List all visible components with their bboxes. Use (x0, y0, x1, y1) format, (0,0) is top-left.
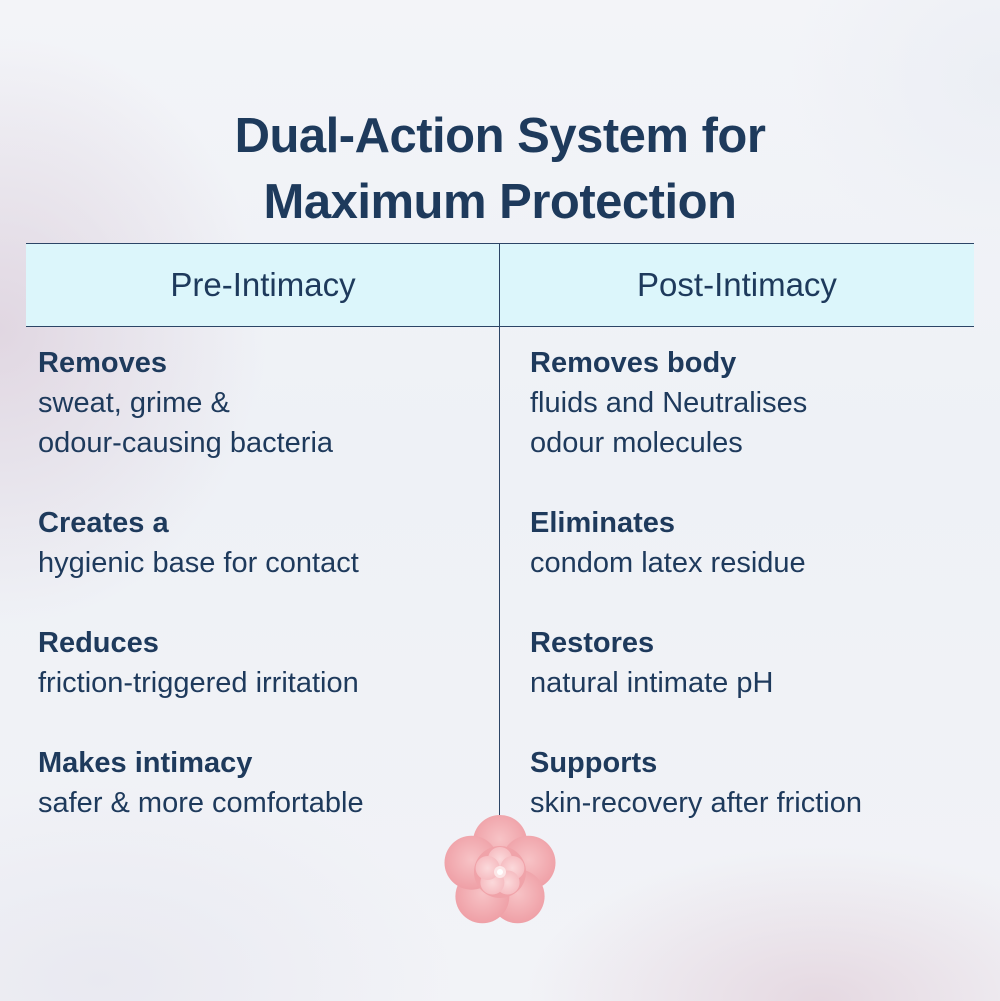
item-body: friction-triggered irritation (38, 663, 498, 703)
list-item: Creates a hygienic base for contact (38, 503, 498, 583)
header-post-intimacy: Post-Intimacy (637, 266, 837, 303)
item-body: condom latex residue (530, 543, 990, 583)
item-body-line: natural intimate pH (530, 667, 774, 699)
item-body: fluids and Neutralises odour molecules (530, 383, 990, 463)
item-lead: Supports (530, 747, 658, 779)
item-body-line: condom latex residue (530, 547, 806, 579)
item-body: natural intimate pH (530, 663, 990, 703)
item-lead: Makes intimacy (38, 747, 253, 779)
list-item: Makes intimacy safer & more comfortable (38, 743, 498, 823)
column-divider (499, 243, 500, 821)
header-pre-intimacy: Pre-Intimacy (170, 266, 356, 303)
item-lead: Removes (38, 347, 167, 379)
item-lead: Removes body (530, 347, 737, 379)
list-item: Removes body fluids and Neutralises odou… (530, 343, 990, 463)
comparison-table-header: Pre-Intimacy Post-Intimacy (26, 243, 974, 327)
title-line-1: Dual-Action System for (234, 109, 766, 163)
list-item: Reduces friction-triggered irritation (38, 623, 498, 703)
item-body-line: friction-triggered irritation (38, 667, 359, 699)
page-title: Dual-Action System for Maximum Protectio… (0, 103, 1000, 235)
list-item: Eliminates condom latex residue (530, 503, 990, 583)
item-body: safer & more comfortable (38, 783, 498, 823)
item-lead: Restores (530, 627, 655, 659)
item-body-line: odour-causing bacteria (38, 427, 334, 459)
item-lead: Reduces (38, 627, 159, 659)
item-lead: Eliminates (530, 507, 676, 539)
item-body-line: skin-recovery after friction (530, 787, 862, 819)
item-lead: Creates a (38, 507, 169, 539)
item-body-line: hygienic base for contact (38, 547, 359, 579)
item-body: sweat, grime & odour-causing bacteria (38, 383, 498, 463)
flower-icon (440, 812, 560, 932)
item-body: skin-recovery after friction (530, 783, 990, 823)
list-item: Supports skin-recovery after friction (530, 743, 990, 823)
item-body-line: fluids and Neutralises (530, 387, 808, 419)
item-body-line: sweat, grime & (38, 387, 230, 419)
list-item: Restores natural intimate pH (530, 623, 990, 703)
list-item: Removes sweat, grime & odour-causing bac… (38, 343, 498, 463)
item-body-line: odour molecules (530, 427, 743, 459)
item-body-line: safer & more comfortable (38, 787, 364, 819)
title-line-2: Maximum Protection (263, 175, 737, 229)
item-body: hygienic base for contact (38, 543, 498, 583)
